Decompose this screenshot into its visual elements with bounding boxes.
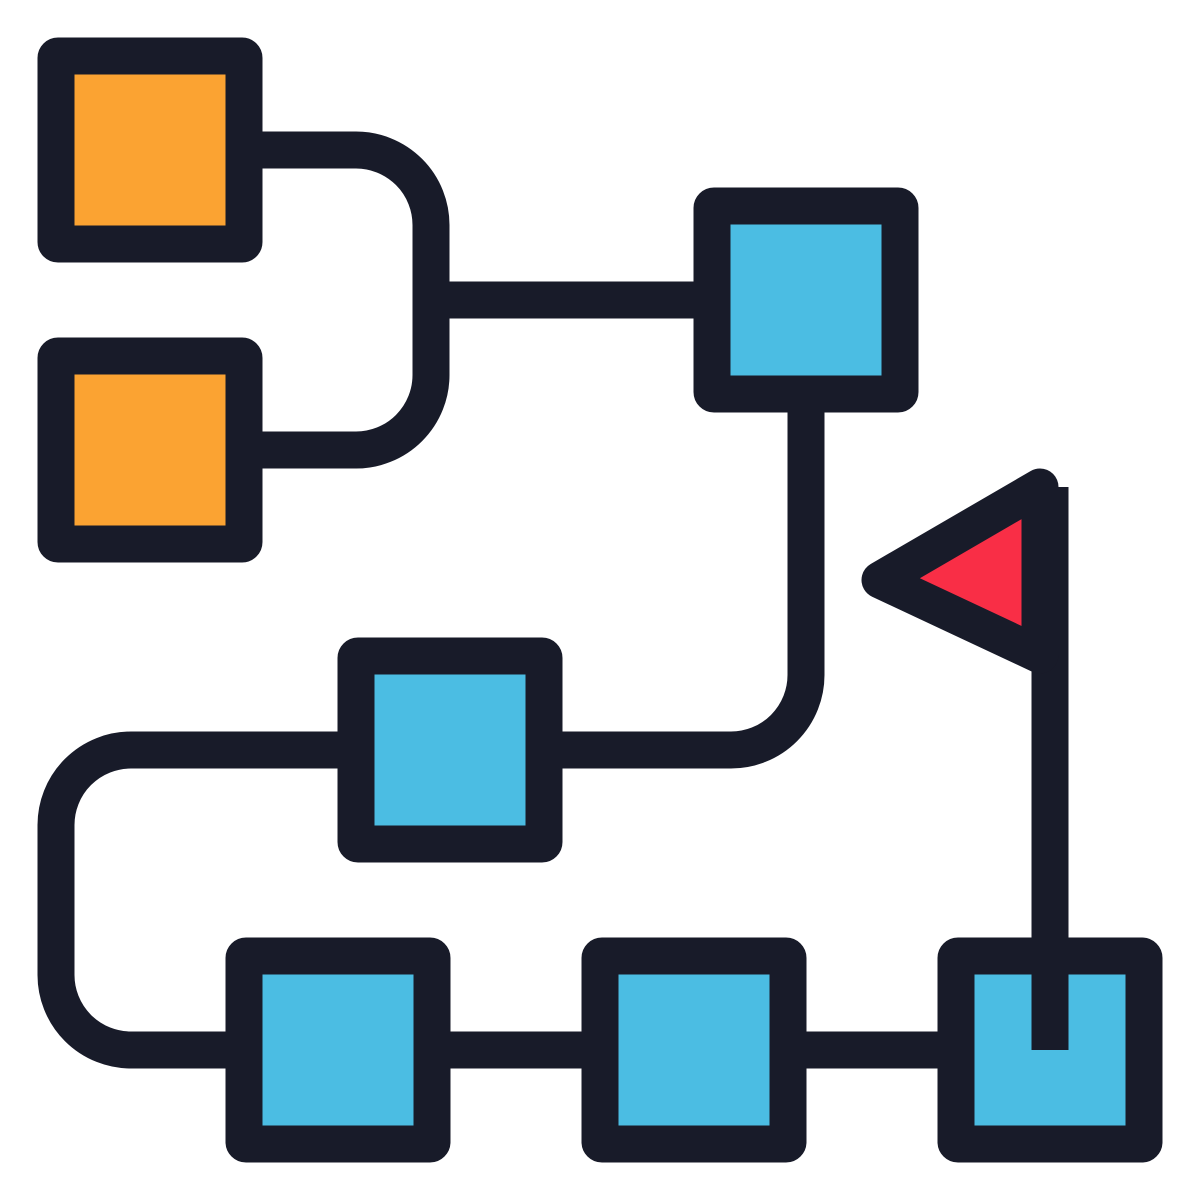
process-node-1 [693, 187, 919, 413]
process-node-2 [337, 637, 563, 863]
process-down-connector [544, 394, 825, 769]
start-node-2 [37, 337, 263, 563]
flag-icon [861, 468, 1059, 674]
process-node-3 [225, 937, 451, 1163]
process-node-4 [581, 937, 807, 1163]
process-left-connector [37, 731, 356, 1069]
merge-connector [262, 131, 450, 469]
start-node-1 [37, 37, 263, 263]
